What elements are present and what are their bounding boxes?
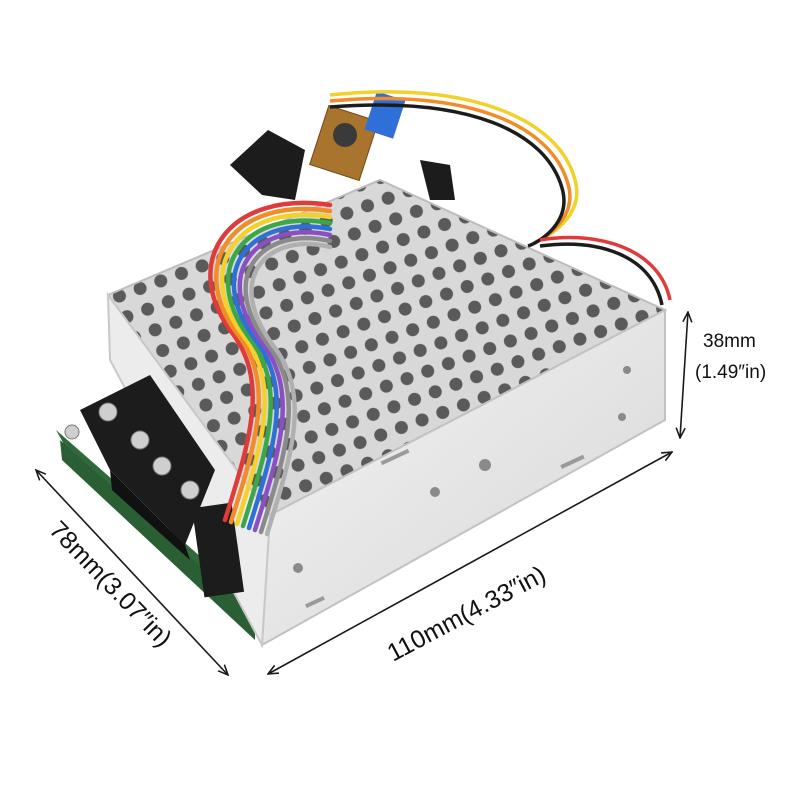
terminal-screw — [180, 480, 200, 500]
mount-hole — [430, 487, 440, 497]
control-wires — [329, 90, 672, 306]
mount-hole — [479, 459, 491, 471]
terminal-screw — [64, 424, 80, 440]
terminal-screw — [130, 430, 150, 450]
height-label-in: (1.49″in) — [695, 362, 766, 383]
terminal-screw — [152, 456, 172, 476]
mount-hole — [618, 413, 626, 421]
terminal-screw — [98, 402, 118, 422]
mount-hole — [623, 366, 631, 374]
height-label-mm: 38mm — [703, 331, 756, 352]
height-dimension: 38mm (1.49″in) — [680, 312, 766, 438]
length-label: 110mm(4.33″in) — [383, 560, 551, 667]
switch-and-potentiometer — [230, 91, 455, 200]
mount-hole — [293, 563, 303, 573]
